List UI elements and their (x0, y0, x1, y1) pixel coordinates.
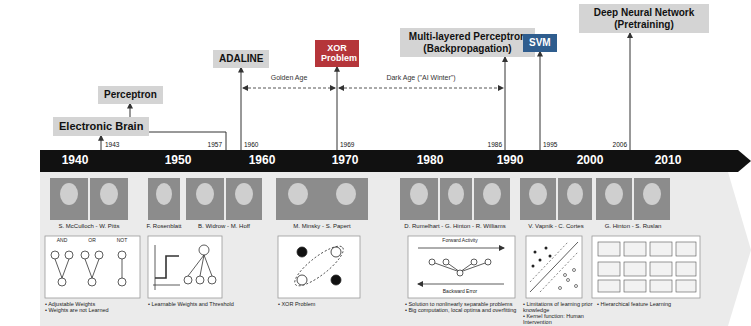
milestone-title: XOR Problem (321, 43, 353, 64)
year-stem (505, 57, 506, 150)
year-label: 1957 (208, 141, 222, 148)
milestone-box: SVM (523, 34, 557, 52)
milestone-title: Multi-layered Perceptron (Backpropagatio… (406, 31, 529, 54)
note-column: • Adjustable Weights• Weights are not Le… (45, 301, 140, 313)
decade-label: 2010 (655, 154, 682, 167)
note-column: • Solution to nonlinearly separable prob… (405, 301, 521, 313)
note-text: • Learnable Weights and Threshold (148, 301, 258, 307)
era-label: Golden Age (271, 74, 308, 82)
milestone-title: Perceptron (104, 89, 157, 101)
milestone-title: ADALINE (219, 53, 263, 65)
era-label: Dark Age ("AI Winter") (386, 74, 455, 82)
note-text: • XOR Problem (278, 301, 373, 307)
milestone-title: Electronic Brain (59, 120, 143, 133)
scientist-names: G. Hinton - S. Ruslan (605, 223, 662, 230)
note-text: • Limitations of learning prior knowledg… (523, 301, 593, 313)
year-stem (241, 68, 242, 151)
note-text: • Big computation, local optima and over… (405, 307, 521, 313)
decade-label: 2000 (577, 154, 604, 167)
scientist-names: S. McCulloch - W. Pitts (58, 223, 119, 230)
year-label: 1969 (340, 141, 354, 148)
milestone-box: Perceptron (98, 86, 163, 104)
milestone-box: XOR Problem (315, 40, 359, 67)
year-stem (630, 33, 631, 150)
milestone-box: ADALINE (213, 50, 269, 68)
scientist-names: V. Vapnik - C. Cortes (528, 223, 583, 230)
gate-label: OR (88, 238, 96, 244)
year-label: 1995 (543, 141, 557, 148)
year-stem (101, 136, 102, 150)
year-stem (337, 67, 338, 150)
milestone-box: Multi-layered Perceptron (Backpropagatio… (400, 28, 535, 57)
gate-label: NOT (117, 238, 128, 244)
gate-label: AND (57, 238, 68, 244)
note-text: • Adjustable Weights (45, 301, 140, 307)
note-text: • Weights are not Learned (45, 307, 140, 313)
note-column: • XOR Problem (278, 301, 373, 307)
milestone-title: SVM (529, 37, 551, 49)
year-label: 1960 (244, 141, 258, 148)
decade-label: 1970 (332, 154, 359, 167)
milestone-box: Deep Neural Network (Pretraining) (579, 4, 709, 33)
milestone-box: Electronic Brain (53, 117, 149, 136)
scientist-names: D. Rumelhart - G. Hinton - R. Williams (404, 223, 505, 230)
decade-label: 1940 (62, 154, 89, 167)
decade-label: 1980 (417, 154, 444, 167)
decade-label: 1960 (249, 154, 276, 167)
scientist-names: F. Rosenblatt (146, 223, 181, 230)
year-label: 2006 (613, 141, 627, 148)
note-text: • Hierarchical feature Learning (597, 301, 697, 307)
decade-label: 1990 (497, 154, 524, 167)
note-text: • Solution to nonlinearly separable prob… (405, 301, 521, 307)
scientist-names: M. Minsky - S. Papert (293, 223, 350, 230)
flow-label: Forward Activity (442, 238, 477, 244)
year-label: 1986 (488, 141, 502, 148)
note-column: • Hierarchical feature Learning (597, 301, 697, 307)
scientist-names: B. Widrow - M. Hoff (198, 223, 250, 230)
note-column: • Limitations of learning prior knowledg… (523, 301, 593, 325)
decade-label: 1950 (165, 154, 192, 167)
year-label: 1943 (105, 141, 119, 148)
year-stem (540, 52, 541, 151)
note-column: • Learnable Weights and Threshold (148, 301, 258, 307)
flow-label: Backward Error (443, 289, 477, 295)
note-text: • Kernel function: Human Intervention (523, 313, 593, 325)
milestone-title: Deep Neural Network (Pretraining) (585, 7, 703, 30)
